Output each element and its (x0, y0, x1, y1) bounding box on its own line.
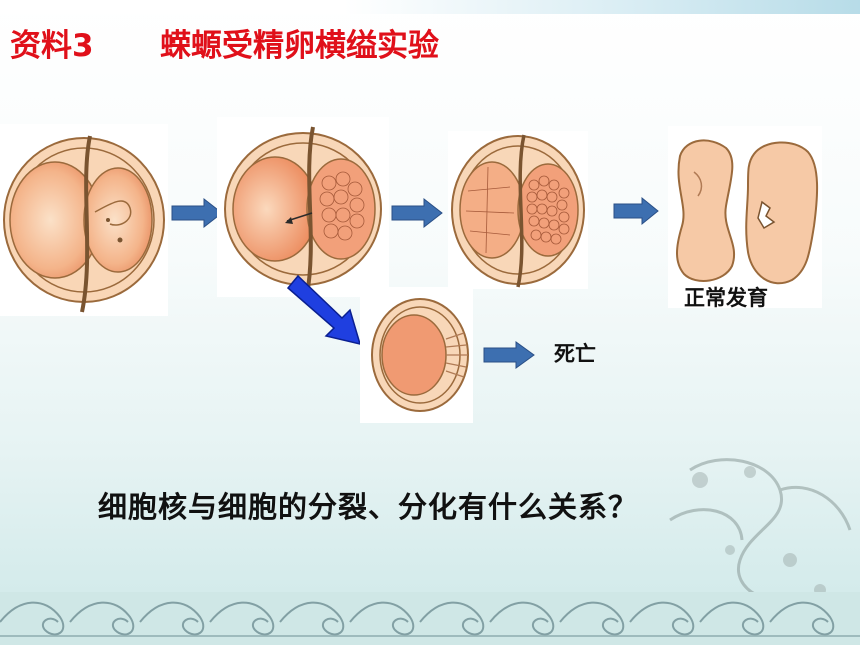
normal-development-label: 正常发育 (684, 286, 768, 310)
arrow-right-icon (391, 197, 443, 229)
egg-stage-2 (217, 117, 389, 297)
title-prefix: 资料3 (10, 28, 94, 64)
title-text: 蝾螈受精卵横缢实验 (160, 28, 439, 64)
slide-title: 资料3 蝾螈受精卵横缢实验 (10, 24, 439, 68)
egg-stage-1 (0, 124, 168, 316)
waves-decoration-icon (0, 592, 860, 645)
arrow-right-icon (483, 341, 535, 369)
diagonal-arrow-icon (286, 274, 362, 346)
normal-development-panel: 正常发育 (668, 126, 822, 310)
arrow-right-icon (171, 197, 223, 229)
top-accent-bar (0, 0, 860, 14)
egg-stage-3 (448, 131, 588, 289)
arrow-right-icon (613, 196, 659, 226)
question-text: 细胞核与细胞的分裂、分化有什么关系？ (98, 490, 639, 524)
death-label: 死亡 (554, 342, 596, 366)
egg-death-panel (360, 287, 473, 423)
